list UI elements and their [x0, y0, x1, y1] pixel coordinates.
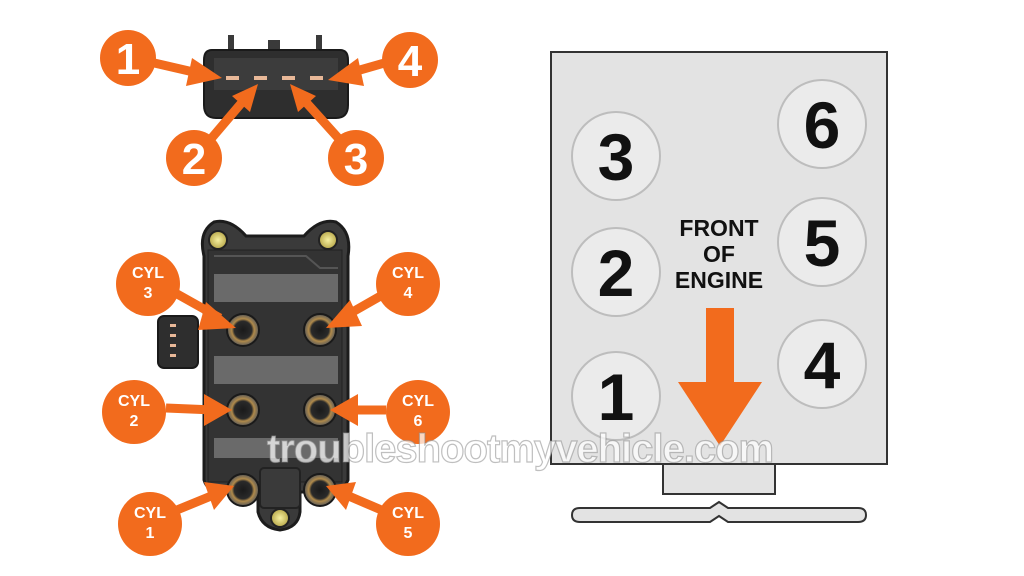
cyl-callout-3-line2: 3	[144, 285, 153, 302]
engine-block: 3 2 1 6 5 4 FRONT OF ENGINE	[550, 51, 888, 523]
front-label-line3: ENGINE	[675, 267, 763, 293]
connector-pin-3	[282, 76, 295, 80]
pin-callout-1: 1	[100, 30, 222, 86]
crank-snout	[662, 463, 776, 495]
cyl-callout-2-line1: CYL	[118, 393, 150, 410]
cyl-callout-4-line1: CYL	[392, 265, 424, 282]
coil-tower-cyl1	[226, 473, 260, 507]
pin-callout-4: 4	[328, 32, 438, 88]
pin-callout-4-label: 4	[398, 37, 423, 86]
cyl-callout-1-line1: CYL	[134, 505, 166, 522]
front-direction-arrow	[678, 308, 762, 446]
cyl-callout-5-line2: 5	[404, 525, 413, 542]
connector-pin-2	[254, 76, 267, 80]
cyl-callout-5-line1: CYL	[392, 505, 424, 522]
watermark-text: troubleshootmyvehicle.com	[267, 427, 773, 471]
cylinder-5	[777, 197, 867, 287]
crank-pulley	[570, 500, 868, 523]
cylinder-1-label: 1	[598, 360, 635, 434]
cylinder-1	[571, 351, 661, 441]
mounting-bolt	[208, 230, 228, 250]
mounting-bolt	[270, 508, 290, 528]
cyl-callout-3-line1: CYL	[132, 265, 164, 282]
coil-pack	[157, 219, 351, 532]
cylinder-2-label: 2	[598, 236, 635, 310]
pin-callout-3: 3	[290, 84, 384, 186]
cylinder-5-label: 5	[804, 206, 841, 280]
cylinder-3-label: 3	[598, 120, 635, 194]
cylinder-6-label: 6	[804, 88, 841, 162]
cyl-callout-2: CYL 2	[102, 380, 232, 444]
cylinder-3	[571, 111, 661, 201]
coil-tower-cyl3	[226, 313, 260, 347]
cyl-callout-6-line1: CYL	[402, 393, 434, 410]
connector-pin-4	[310, 76, 323, 80]
cyl-callout-5: CYL 5	[326, 482, 440, 556]
front-label-line2: OF	[703, 241, 735, 267]
coil-panel-bottom	[214, 438, 338, 458]
cyl-callout-1-line2: 1	[146, 525, 155, 542]
cylinder-6	[777, 79, 867, 169]
cylinder-4-label: 4	[804, 328, 841, 402]
cyl-callout-3: CYL 3	[116, 252, 236, 330]
coil-connector	[203, 35, 349, 119]
cyl-callout-6-line2: 6	[414, 413, 423, 430]
pin-callout-2: 2	[166, 84, 258, 186]
cylinder-4	[777, 319, 867, 409]
cyl-callout-4: CYL 4	[326, 252, 440, 328]
front-label-line1: FRONT	[679, 215, 758, 241]
cyl-callout-4-line2: 4	[404, 285, 413, 302]
cyl-callout-6: CYL 6	[330, 380, 450, 444]
mounting-bolt	[318, 230, 338, 250]
cyl-callout-2-line2: 2	[130, 413, 139, 430]
pin-callout-3-label: 3	[344, 135, 368, 184]
coil-panel-middle	[214, 356, 338, 384]
connector-pin-1	[226, 76, 239, 80]
pin-callout-2-label: 2	[182, 135, 206, 184]
cyl-callout-1: CYL 1	[118, 482, 234, 556]
pin-callout-1-label: 1	[116, 35, 140, 84]
cylinder-2	[571, 227, 661, 317]
coil-tower-cyl4	[303, 313, 337, 347]
coil-panel-top	[214, 274, 338, 302]
